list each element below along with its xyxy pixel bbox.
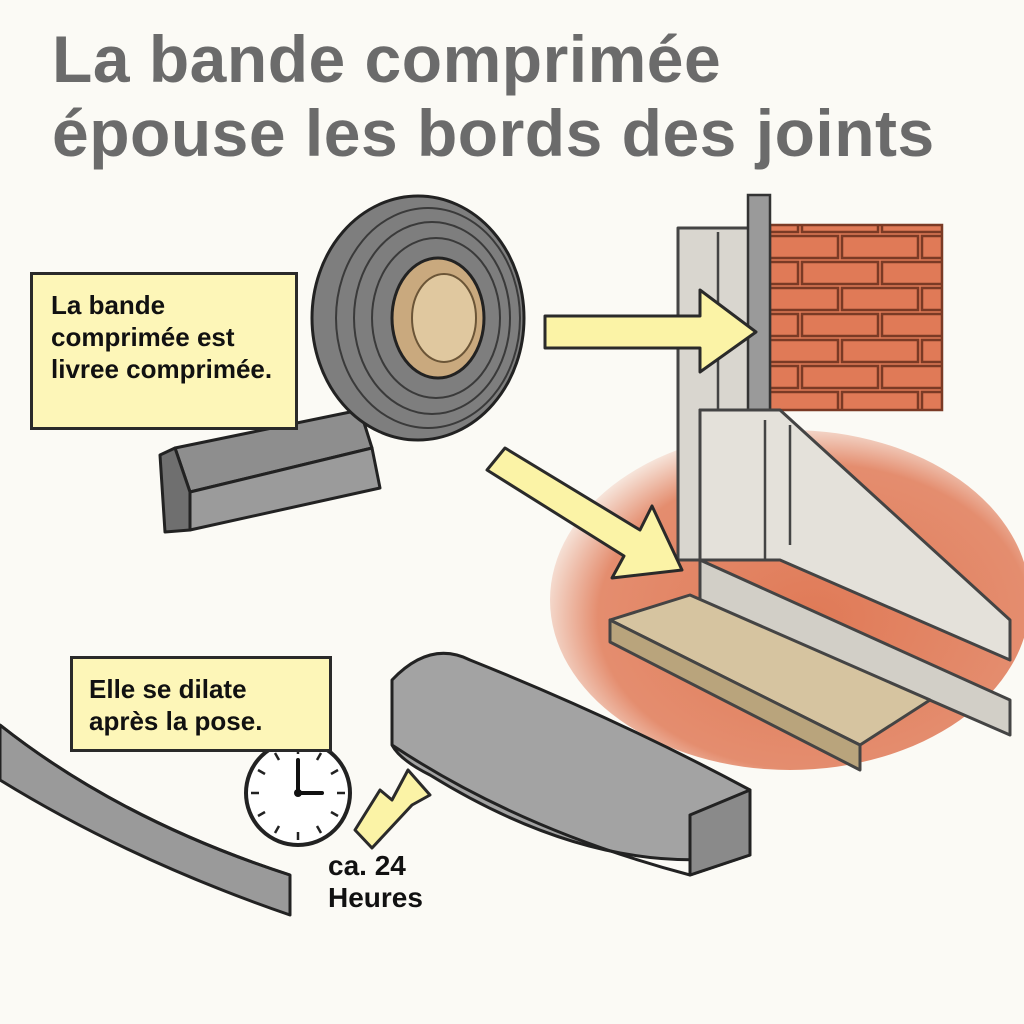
page-title: La bande comprimée épouse les bords des … [52,22,1012,170]
window-frame-icon [550,193,1024,772]
compressed-strip [0,723,292,917]
brick-wall-icon [768,223,944,412]
clock-icon [244,739,352,847]
duration-label: ca. 24 Heures [328,850,458,914]
arrow-icon [353,288,758,850]
duration-line-1: ca. 24 [328,850,406,881]
callout-delivered: La bande comprimée est livree comprimée. [30,272,298,430]
title-line-1: La bande comprimée [52,22,722,96]
title-line-2: épouse les bords des joints [52,96,935,170]
duration-line-2: Heures [328,882,423,913]
tape-roll-icon [158,194,526,534]
expanded-strip [390,651,752,877]
callout-expands: Elle se dilate après la pose. [70,656,332,752]
